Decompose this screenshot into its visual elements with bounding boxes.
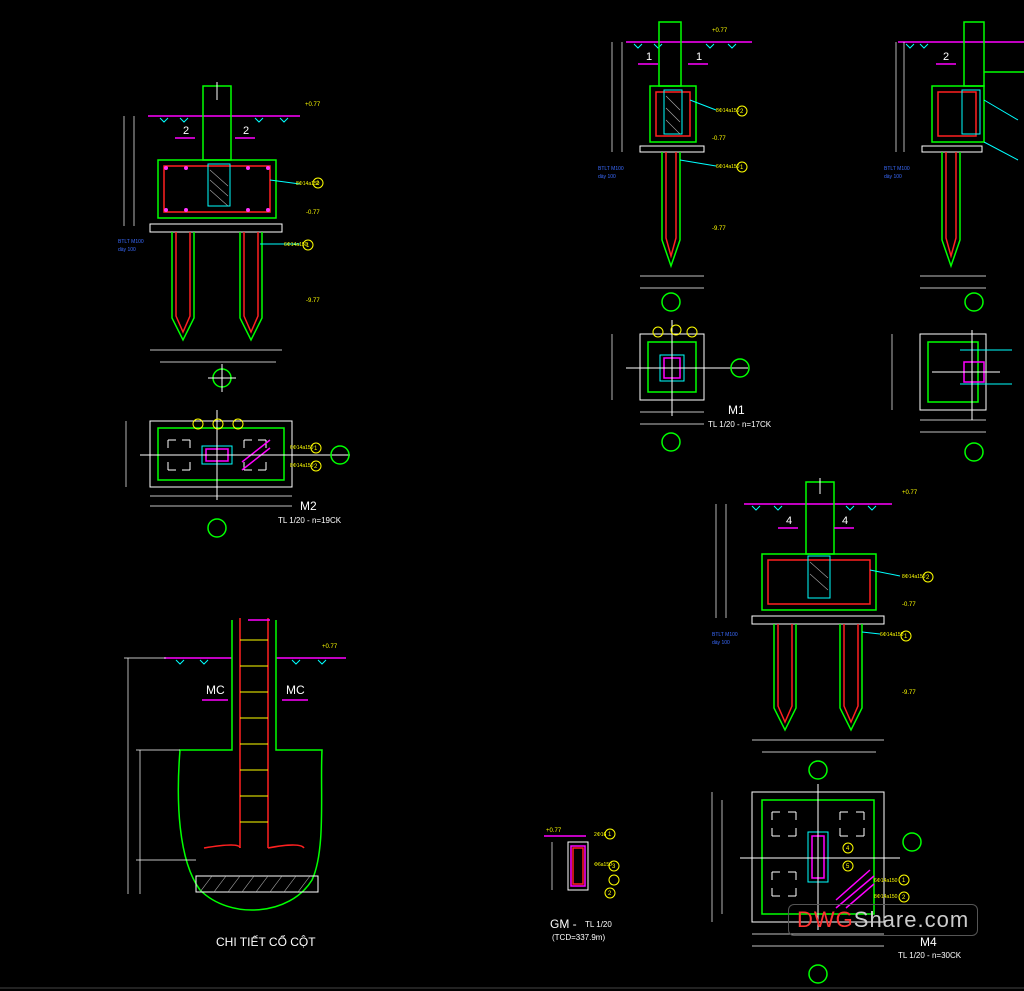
m1-scale: TL 1/20 - n=17CK [708, 420, 772, 429]
svg-text:Φ6a150: Φ6a150 [594, 862, 612, 868]
m4-title: M4 [920, 935, 937, 949]
m1-elevation: +0.77 1 1 8Φ14a150 2 -0.77 6Φ14a150 1 -9… [598, 21, 752, 312]
svg-text:8Φ14a150: 8Φ14a150 [296, 181, 320, 187]
svg-text:1: 1 [646, 51, 652, 63]
m2-plan: 6Φ14a150 1 8Φ14a150 2 M2 TL 1/20 - n=19C… [125, 410, 350, 538]
svg-text:dày 100: dày 100 [118, 247, 136, 253]
svg-text:-0.77: -0.77 [712, 136, 726, 142]
svg-text:1: 1 [904, 634, 908, 640]
svg-text:4: 4 [842, 515, 848, 527]
m2-title: M2 [300, 499, 317, 513]
svg-text:8Φ14a150: 8Φ14a150 [902, 574, 926, 580]
svg-text:1: 1 [306, 243, 310, 249]
detail-title: CHI TIẾT CỔ CỘT [216, 934, 316, 949]
svg-text:BTLT M100: BTLT M100 [712, 632, 738, 638]
m3-elevation-partial: 2 BTLT M100 dày 100 [884, 21, 1024, 312]
svg-text:1: 1 [608, 832, 612, 838]
svg-text:-0.77: -0.77 [306, 210, 320, 216]
svg-text:2: 2 [740, 109, 744, 115]
svg-text:1: 1 [314, 446, 318, 452]
svg-text:4: 4 [786, 515, 792, 527]
svg-text:+0.77: +0.77 [546, 828, 562, 834]
svg-text:8Φ14a150: 8Φ14a150 [874, 894, 898, 900]
svg-text:6Φ14a150: 6Φ14a150 [716, 164, 740, 170]
svg-text:1: 1 [696, 51, 702, 63]
m2-elevation: +0.77 2 2 8Φ14a150 2 -0.77 [118, 82, 324, 392]
m1-title: M1 [728, 403, 745, 417]
gm-section: +0.77 2Φ16 1 Φ6a150 3 2 GM - TL 1/20 (TC… [544, 828, 620, 942]
svg-text:6Φ14a150: 6Φ14a150 [290, 445, 314, 451]
svg-text:2: 2 [943, 51, 949, 63]
svg-text:dày 100: dày 100 [598, 174, 616, 180]
svg-text:BTLT M100: BTLT M100 [118, 239, 144, 245]
svg-text:-9.77: -9.77 [712, 226, 726, 232]
svg-text:2: 2 [608, 891, 612, 897]
svg-text:5: 5 [846, 864, 850, 870]
svg-text:MC: MC [206, 683, 225, 697]
svg-text:BTLT M100: BTLT M100 [598, 166, 624, 172]
m1-plan: M1 TL 1/20 - n=17CK [611, 320, 772, 452]
svg-text:8Φ14a150: 8Φ14a150 [716, 108, 740, 114]
watermark-part2: Share.com [853, 907, 970, 932]
svg-text:2Φ16: 2Φ16 [594, 832, 607, 838]
svg-text:-9.77: -9.77 [306, 298, 320, 304]
svg-text:+0.77: +0.77 [305, 102, 321, 108]
m4-scale: TL 1/20 - n=30CK [898, 951, 962, 960]
svg-text:-0.77: -0.77 [902, 602, 916, 608]
svg-text:2: 2 [183, 125, 189, 137]
svg-text:4: 4 [846, 846, 850, 852]
watermark-part1: DWG [797, 907, 854, 932]
svg-text:+0.77: +0.77 [902, 490, 918, 496]
svg-text:1: 1 [902, 878, 906, 884]
m4-plan: 4 5 6Φ14a150 1 8Φ14a150 2 M4 TL 1/20 - n… [711, 784, 962, 984]
svg-text:6Φ14a150: 6Φ14a150 [284, 242, 308, 248]
svg-text:2: 2 [902, 895, 906, 901]
svg-text:8Φ14a150: 8Φ14a150 [290, 463, 314, 469]
svg-text:dày 100: dày 100 [712, 640, 730, 646]
m3-plan-partial [891, 330, 1012, 462]
svg-text:1: 1 [740, 165, 744, 171]
column-neck-detail: +0.77 MC MC CHI TIẾT CỔ CỘT [124, 618, 346, 949]
svg-text:2: 2 [926, 575, 930, 581]
svg-text:BTLT M100: BTLT M100 [884, 166, 910, 172]
svg-text:2: 2 [314, 464, 318, 470]
gm-title: GM - [550, 917, 577, 931]
watermark-logo: DWGShare.com [788, 904, 979, 936]
gm-scale: TL 1/20 [585, 920, 612, 929]
svg-text:+0.77: +0.77 [322, 644, 338, 650]
svg-text:6Φ14a150: 6Φ14a150 [880, 632, 904, 638]
m4-elevation: +0.77 4 4 8Φ14a150 2 -0.77 6Φ14a150 1 -9… [712, 478, 934, 780]
svg-text:2: 2 [243, 125, 249, 137]
svg-text:6Φ14a150: 6Φ14a150 [874, 878, 898, 884]
svg-text:dày 100: dày 100 [884, 174, 902, 180]
gm-note: (TCD=337.9m) [552, 933, 605, 942]
svg-text:-9.77: -9.77 [902, 690, 916, 696]
svg-text:+0.77: +0.77 [712, 28, 728, 34]
svg-text:MC: MC [286, 683, 305, 697]
svg-text:2: 2 [316, 181, 320, 187]
svg-text:3: 3 [612, 864, 616, 870]
m2-scale: TL 1/20 - n=19CK [278, 516, 342, 525]
